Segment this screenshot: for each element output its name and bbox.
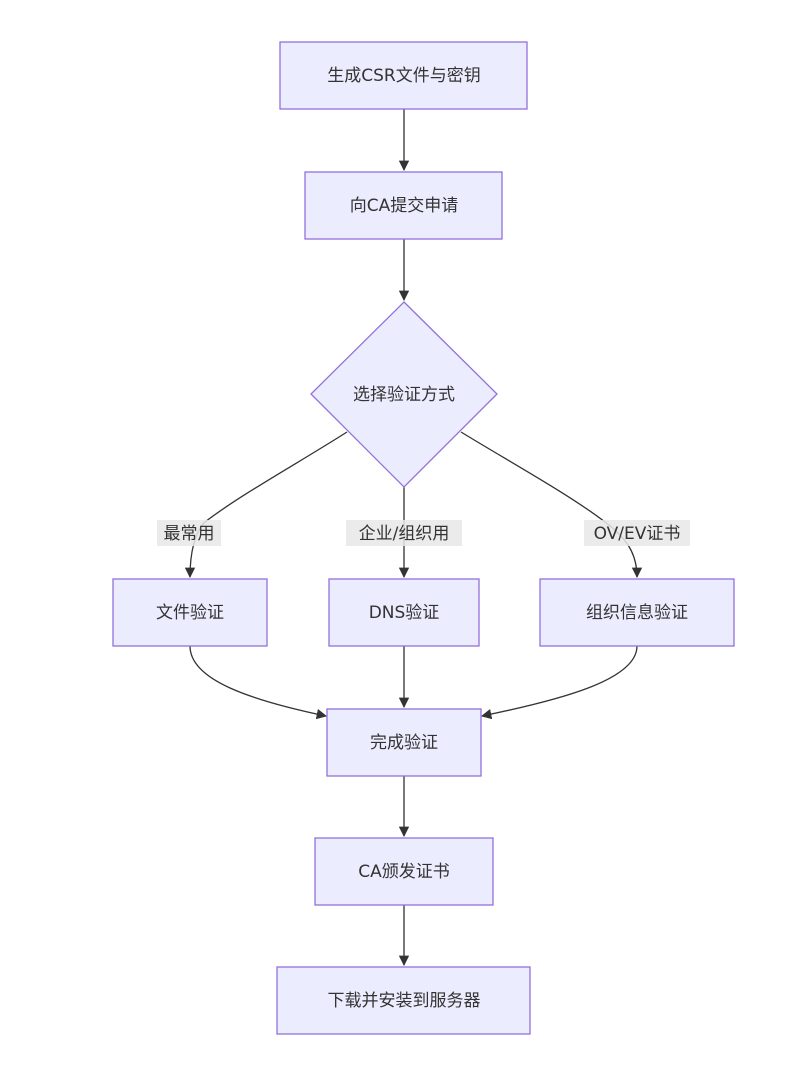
node-download-install-label: 下载并安装到服务器 [328,991,481,1011]
node-file-validation: 文件验证 [112,578,268,647]
edge-choose-to-org [460,431,643,579]
node-download-install: 下载并安装到服务器 [276,966,531,1035]
node-complete-validation: 完成验证 [326,708,482,777]
node-org-validation: 组织信息验证 [539,578,735,647]
node-generate-csr-label: 生成CSR文件与密钥 [327,66,480,86]
edge-label-most-common: 最常用 [157,520,221,546]
edge-label-enterprise: 企业/组织用 [346,520,462,546]
node-submit-ca: 向CA提交申请 [304,171,503,240]
edge-file-to-complete [189,645,328,720]
node-dns-validation-label: DNS验证 [369,603,440,623]
node-dns-validation: DNS验证 [328,578,480,647]
node-choose-method: 选择验证方式 [310,301,498,488]
node-org-validation-label: 组织信息验证 [586,603,688,623]
node-generate-csr: 生成CSR文件与密钥 [279,41,528,110]
edge-choose-to-file [184,431,348,579]
node-complete-validation-label: 完成验证 [370,733,438,753]
node-choose-method-label: 选择验证方式 [353,385,455,405]
edge-label-enterprise-text: 企业/组织用 [359,524,450,544]
node-ca-issue: CA颁发证书 [314,837,494,906]
edge-org-to-complete [480,645,638,720]
node-file-validation-label: 文件验证 [156,603,224,623]
node-submit-ca-label: 向CA提交申请 [350,196,459,216]
node-ca-issue-label: CA颁发证书 [358,862,450,882]
edges [184,109,643,967]
edge-label-most-common-text: 最常用 [164,524,215,544]
edge-label-ov-ev: OV/EV证书 [584,520,690,546]
edge-label-ov-ev-text: OV/EV证书 [594,524,681,544]
